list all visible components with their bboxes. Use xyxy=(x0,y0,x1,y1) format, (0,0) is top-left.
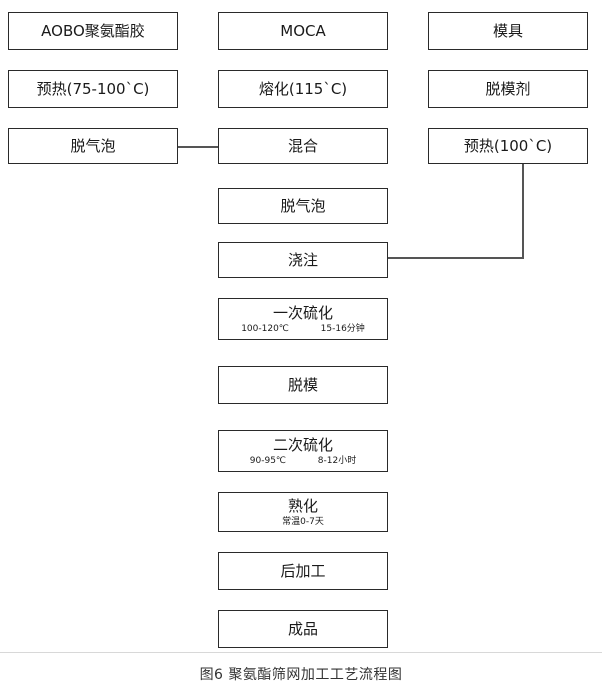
node-label: 预热(100`C) xyxy=(463,137,553,155)
node-release-agent: 脱模剂 xyxy=(428,70,588,108)
node-label: 脱气泡 xyxy=(70,137,116,155)
node-note-temp: 100-120℃ xyxy=(241,323,289,334)
node-label: 脱模 xyxy=(287,376,318,394)
node-label: 后加工 xyxy=(280,562,326,580)
node-mix: 混合 xyxy=(218,128,388,164)
node-note: 常温0-7天 xyxy=(282,516,324,527)
node-preheat-75-100: 预热(75-100`C) xyxy=(8,70,178,108)
connector-preheat-vertical xyxy=(522,163,524,258)
node-label: 二次硫化 xyxy=(272,435,333,454)
node-moca: MOCA xyxy=(218,12,388,50)
node-label: AOBO聚氨酯胶 xyxy=(41,22,145,40)
node-note: 90-95℃ 8-12小时 xyxy=(250,455,356,467)
node-label: 模具 xyxy=(492,22,523,40)
node-degas-left: 脱气泡 xyxy=(8,128,178,164)
node-label: 浇注 xyxy=(287,251,318,269)
node-aging: 熟化 常温0-7天 xyxy=(218,492,388,532)
node-note-time: 8-12小时 xyxy=(317,455,357,466)
node-post-processing: 后加工 xyxy=(218,552,388,590)
node-finished-product: 成品 xyxy=(218,610,388,648)
connector-preheat-to-pour xyxy=(388,257,524,259)
node-melt-115: 熔化(115`C) xyxy=(218,70,388,108)
node-degas-center: 脱气泡 xyxy=(218,188,388,224)
node-label: 熟化 xyxy=(287,496,318,515)
node-preheat-100: 预热(100`C) xyxy=(428,128,588,164)
node-label: 成品 xyxy=(287,620,318,638)
node-note: 100-120℃ 15-16分钟 xyxy=(241,323,365,335)
node-label: 熔化(115`C) xyxy=(258,80,348,98)
node-aobo-polyurethane: AOBO聚氨酯胶 xyxy=(8,12,178,50)
node-label: MOCA xyxy=(280,22,326,40)
node-label: 预热(75-100`C) xyxy=(36,80,150,98)
node-mold: 模具 xyxy=(428,12,588,50)
node-pour: 浇注 xyxy=(218,242,388,278)
connector-degas-to-mix xyxy=(178,146,218,148)
node-first-cure: 一次硫化 100-120℃ 15-16分钟 xyxy=(218,298,388,340)
node-label: 脱模剂 xyxy=(485,80,531,98)
node-label: 混合 xyxy=(287,137,318,155)
node-note-time: 15-16分钟 xyxy=(320,323,365,334)
caption-divider xyxy=(0,652,602,653)
node-label: 一次硫化 xyxy=(272,303,333,322)
node-demold: 脱模 xyxy=(218,366,388,404)
figure-caption: 图6 聚氨酯筛网加工工艺流程图 xyxy=(199,667,403,683)
node-second-cure: 二次硫化 90-95℃ 8-12小时 xyxy=(218,430,388,472)
node-label: 脱气泡 xyxy=(280,197,326,215)
node-note-temp: 90-95℃ xyxy=(249,455,287,466)
